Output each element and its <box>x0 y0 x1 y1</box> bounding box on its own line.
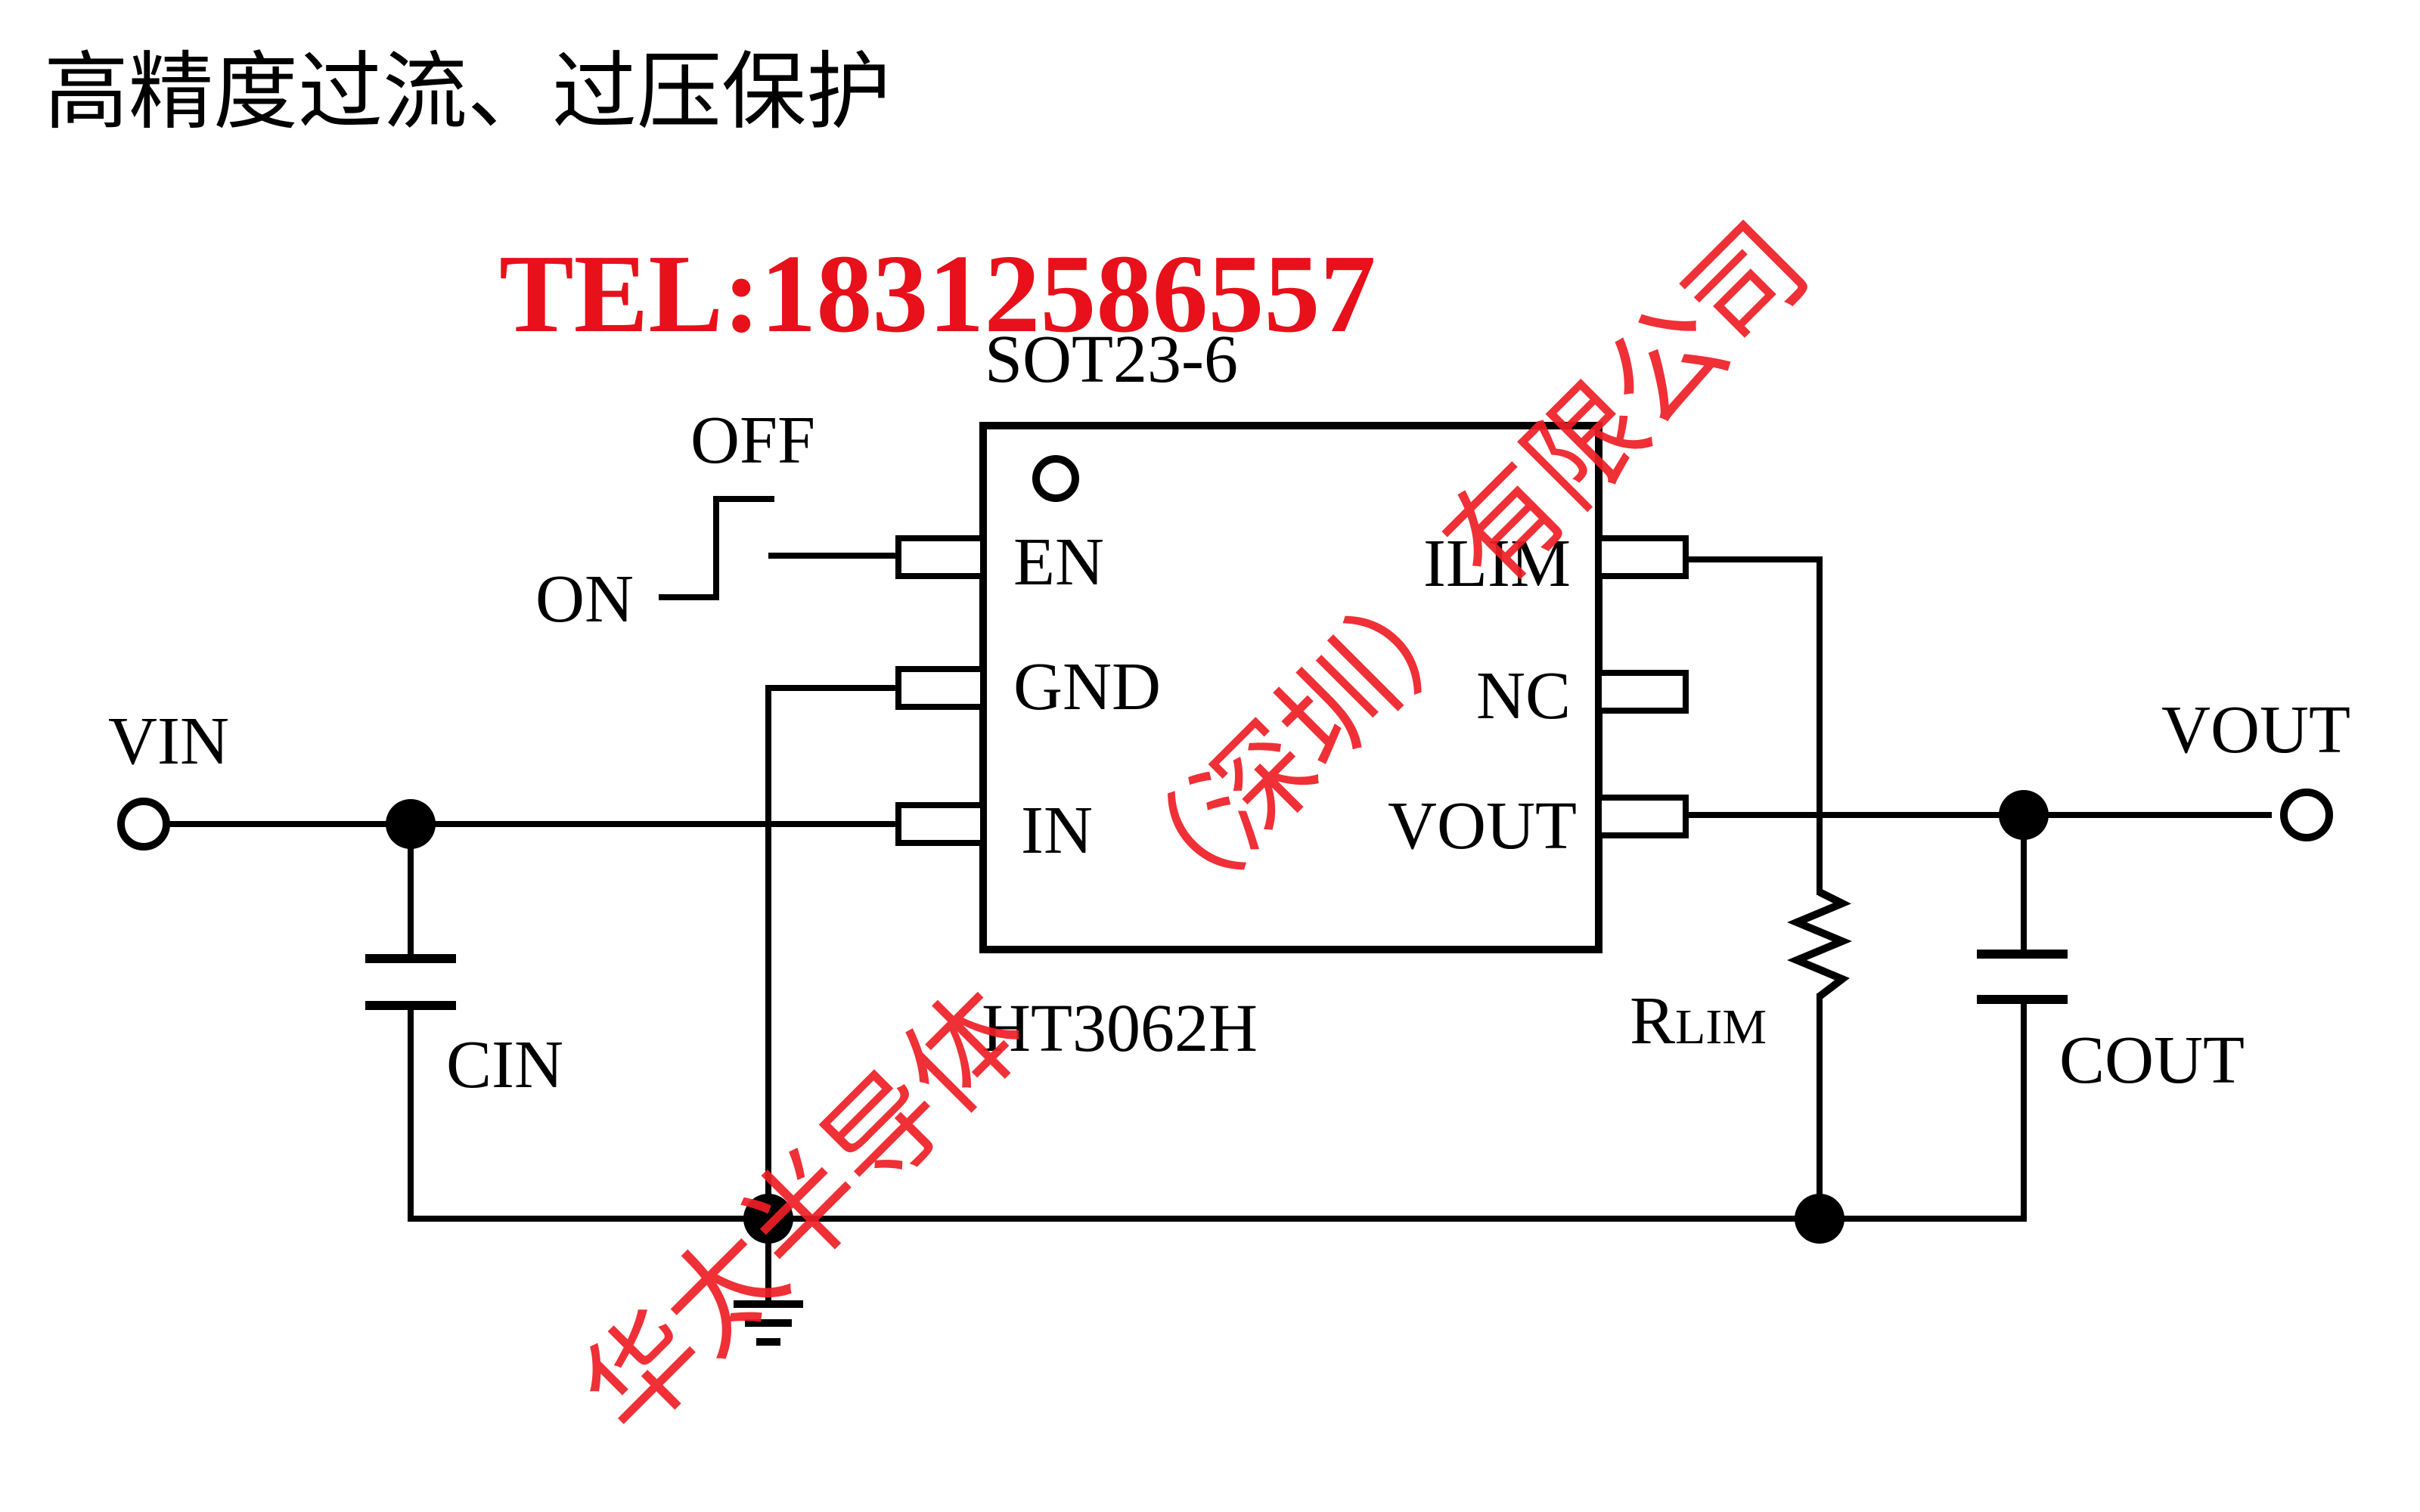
gnd-pin-wire <box>765 685 901 1307</box>
diagram-title: 高精度过流、过压保护 <box>44 43 891 141</box>
cin-capacitor <box>365 954 456 1010</box>
pin-label-en: EN <box>1013 525 1104 600</box>
rlim-label-sub: LIM <box>1675 999 1767 1055</box>
part-number-label: HT3062H <box>982 991 1258 1066</box>
package-label: SOT23-6 <box>985 322 1238 397</box>
vout-node-label: VOUT <box>2161 692 2350 767</box>
pin-label-vout: VOUT <box>1388 789 1577 863</box>
pin-label-nc: NC <box>1476 658 1571 733</box>
rlim-label: RLIM <box>1630 984 1767 1058</box>
ilim-wire <box>1683 556 1823 895</box>
junction-vout-cout <box>1999 790 2049 840</box>
ic-body <box>979 422 1602 953</box>
pin-label-in: IN <box>1021 793 1093 868</box>
pin-nc <box>1596 670 1689 714</box>
pin-gnd <box>895 666 986 710</box>
junction-rlim-ground <box>1795 1194 1844 1244</box>
tel-number: TEL:18312586557 <box>499 232 1376 356</box>
ground-symbol <box>734 1300 803 1346</box>
cout-capacitor <box>1977 950 2068 1004</box>
rlim-resistor <box>1787 888 1852 999</box>
vin-terminal <box>117 798 170 850</box>
watermark-left: 华太半导体 <box>557 965 1051 1459</box>
rlim-label-main: R <box>1630 984 1675 1058</box>
pin-label-gnd: GND <box>1013 649 1161 724</box>
vin-label: VIN <box>108 704 229 779</box>
en-switch <box>659 496 774 600</box>
switch-off-label: OFF <box>690 403 815 478</box>
pin-label-ilim: ILIM <box>1423 526 1571 601</box>
pin-vout <box>1596 795 1689 838</box>
pin-ilim <box>1596 535 1689 579</box>
cout-label: COUT <box>2059 1023 2245 1098</box>
pin1-marker <box>1032 455 1079 502</box>
junction-vin-cin <box>386 799 436 849</box>
vout-terminal <box>2280 789 2333 841</box>
cin-label: CIN <box>446 1027 563 1102</box>
pin-en <box>895 535 986 579</box>
switch-on-label: ON <box>535 562 634 637</box>
junction-ground <box>743 1194 793 1244</box>
pin-in <box>895 802 986 846</box>
